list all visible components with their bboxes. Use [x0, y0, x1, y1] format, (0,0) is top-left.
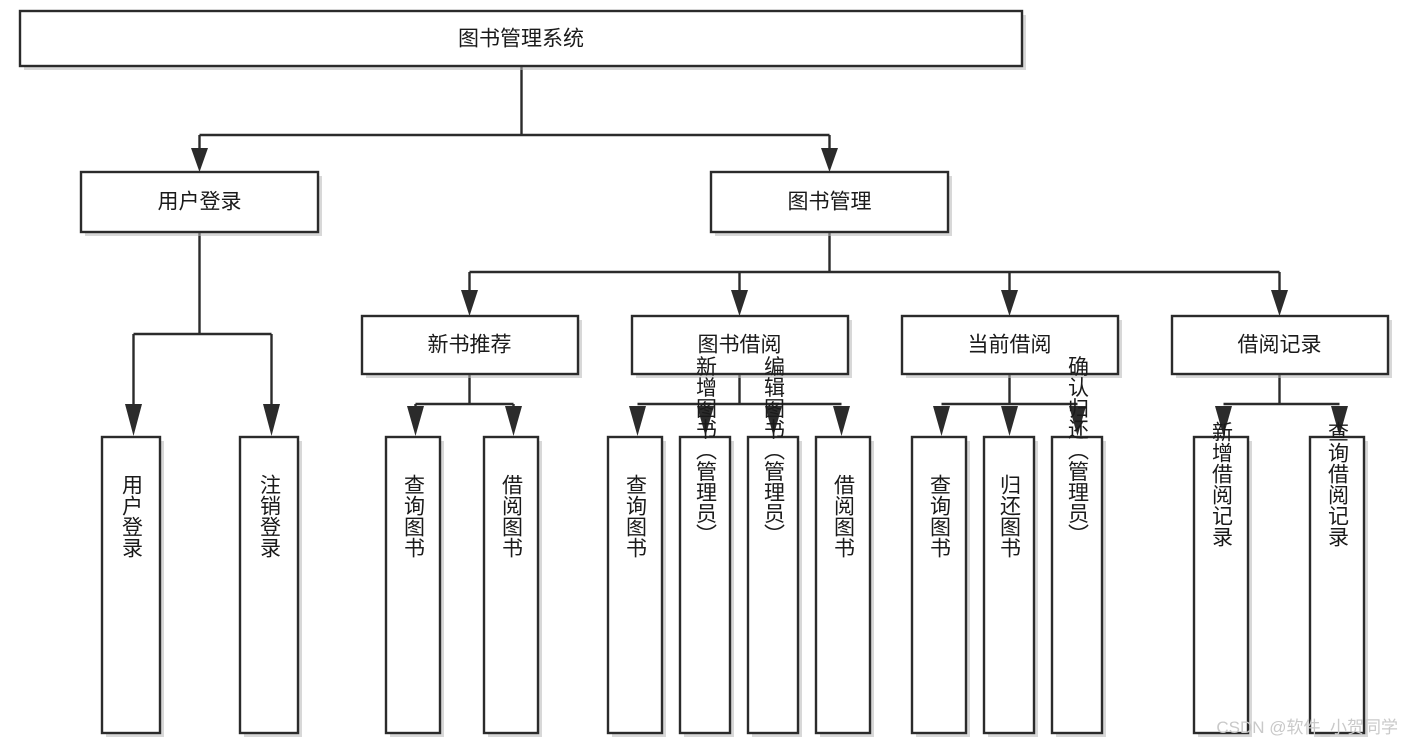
- node-root-book-management-system[interactable]: 图书管理系统: [18, 9, 1026, 70]
- arrowhead-current-borrow: [1001, 290, 1018, 316]
- node-leaf-edit-book-label: 编辑图书（管理员）: [762, 356, 786, 545]
- connector-layer: [125, 67, 1348, 436]
- node-new-book-recommend[interactable]: 新书推荐: [360, 314, 582, 378]
- node-leaf-return-book-label: 归还图书: [998, 474, 1022, 558]
- node-leaf-query-book-3-label: 查询图书: [928, 474, 952, 558]
- node-borrow-record[interactable]: 借阅记录: [1170, 314, 1392, 378]
- node-user-login-label: 用户登录: [158, 191, 242, 214]
- arrowhead-leaf-return-book: [1001, 406, 1018, 436]
- node-leaf-add-record-label: 新增借阅记录: [1210, 421, 1234, 547]
- node-book-management-label: 图书管理: [788, 191, 872, 214]
- arrowhead-leaf-user-logout: [263, 404, 280, 436]
- node-leaf-borrow-book-1-label: 借阅图书: [500, 474, 524, 558]
- node-leaf-confirm-return-label: 确认归还（管理员）: [1066, 356, 1090, 545]
- node-leaf-query-book-3[interactable]: 查询图书: [910, 435, 970, 737]
- node-leaf-user-login-label: 用户登录: [120, 474, 144, 558]
- node-borrow-record-label: 借阅记录: [1238, 334, 1322, 357]
- arrowhead-book-management: [821, 148, 838, 172]
- node-user-login[interactable]: 用户登录: [79, 170, 322, 236]
- arrowhead-leaf-query-book-1: [407, 406, 424, 436]
- arrowhead-leaf-query-book-2: [629, 406, 646, 436]
- arrowhead-book-borrow: [731, 290, 748, 316]
- node-leaf-query-book-1[interactable]: 查询图书: [384, 435, 444, 737]
- node-leaf-user-login[interactable]: 用户登录: [100, 435, 164, 737]
- node-leaf-add-book-label: 新增图书（管理员）: [694, 356, 718, 545]
- node-book-borrow-label: 图书借阅: [698, 334, 782, 357]
- node-book-management[interactable]: 图书管理: [709, 170, 952, 236]
- node-leaf-edit-book[interactable]: 编辑图书（管理员）: [746, 356, 802, 738]
- node-leaf-query-book-1-label: 查询图书: [402, 474, 426, 558]
- node-leaf-add-book[interactable]: 新增图书（管理员）: [678, 356, 734, 738]
- arrowhead-leaf-user-login: [125, 404, 142, 436]
- node-leaf-user-logout[interactable]: 注销登录: [238, 435, 302, 737]
- arrowhead-leaf-borrow-book-2: [833, 406, 850, 436]
- node-leaf-add-record[interactable]: 新增借阅记录: [1192, 421, 1252, 737]
- arrowhead-borrow-record: [1271, 290, 1288, 316]
- arrowhead-new-book-recommend: [461, 290, 478, 316]
- node-current-borrow-label: 当前借阅: [968, 334, 1052, 357]
- arrowhead-leaf-confirm-return: [1069, 406, 1086, 436]
- arrowhead-leaf-borrow-book-1: [505, 406, 522, 436]
- node-leaf-borrow-book-2-label: 借阅图书: [832, 474, 856, 558]
- arrowhead-leaf-query-book-3: [933, 406, 950, 436]
- node-leaf-borrow-book-1[interactable]: 借阅图书: [482, 435, 542, 737]
- arrowhead-leaf-edit-book: [765, 406, 782, 436]
- node-current-borrow[interactable]: 当前借阅: [900, 314, 1122, 378]
- node-root-label: 图书管理系统: [458, 28, 584, 51]
- node-new-book-recommend-label: 新书推荐: [428, 334, 512, 357]
- node-leaf-confirm-return[interactable]: 确认归还（管理员）: [1050, 356, 1106, 738]
- node-leaf-query-book-2[interactable]: 查询图书: [606, 435, 666, 737]
- node-leaf-query-record[interactable]: 查询借阅记录: [1308, 421, 1368, 737]
- node-leaf-return-book[interactable]: 归还图书: [982, 435, 1038, 737]
- arrowhead-leaf-add-book: [697, 406, 714, 436]
- arrowhead-leaf-query-record: [1331, 406, 1348, 436]
- node-book-borrow[interactable]: 图书借阅: [630, 314, 852, 378]
- node-leaf-query-record-label: 查询借阅记录: [1326, 421, 1350, 547]
- arrowhead-user-login: [191, 148, 208, 172]
- node-leaf-borrow-book-2[interactable]: 借阅图书: [814, 435, 874, 737]
- csdn-watermark: CSDN @软件_小贺同学: [1216, 718, 1398, 737]
- node-leaf-user-logout-label: 注销登录: [258, 474, 282, 558]
- arrowhead-leaf-add-record: [1215, 406, 1232, 436]
- node-leaf-query-book-2-label: 查询图书: [624, 474, 648, 558]
